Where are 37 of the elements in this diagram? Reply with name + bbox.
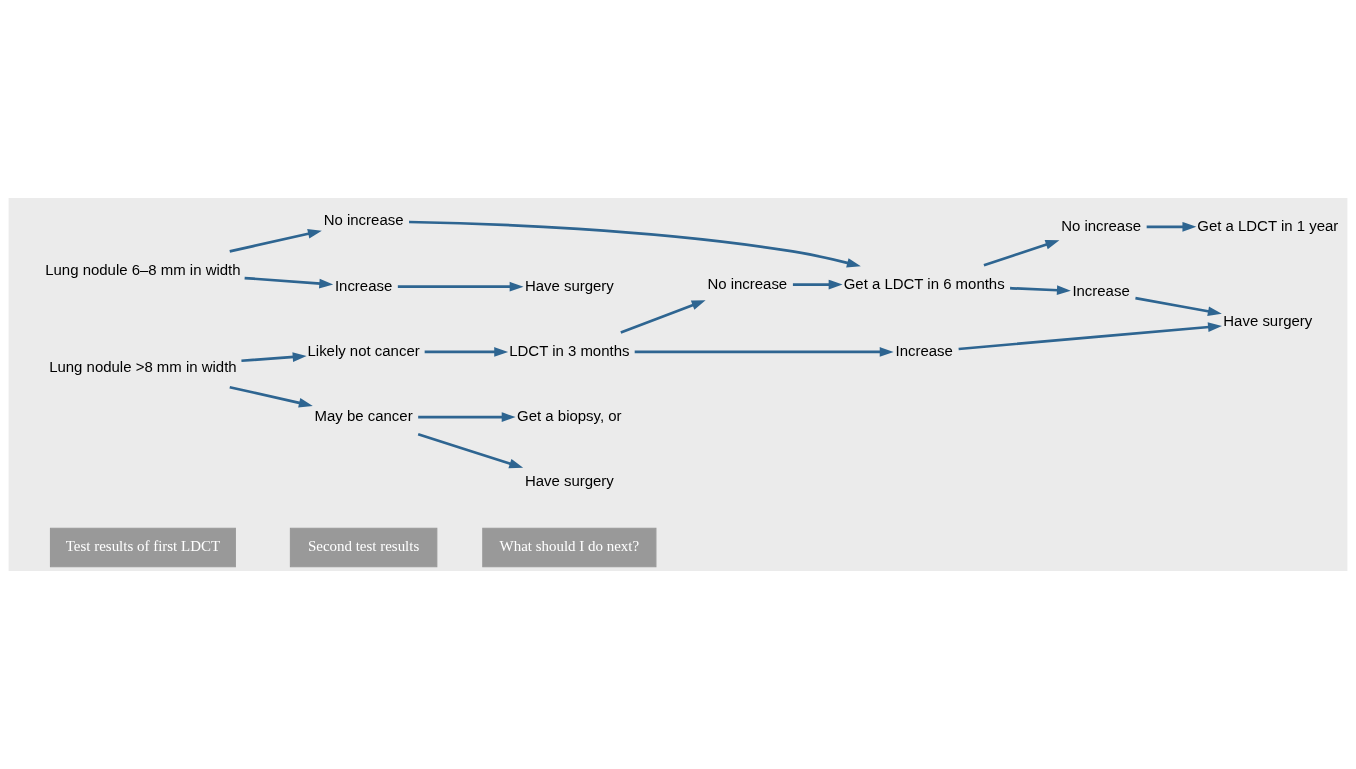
node-text: Increase [895,341,953,359]
label: What should I do next? [499,538,640,555]
arrow [229,385,313,408]
arrow [417,432,524,469]
node-text: No increase [1061,216,1141,234]
arrow [424,347,509,357]
node-text: Have surgery [524,472,614,490]
node-text: No increase [323,211,404,229]
node-text: May be cancer [314,407,413,425]
node-text: LDCT in 3 months [509,341,630,359]
node-text: Have surgery [524,276,614,294]
node-text: Get a LDCT in 6 months [843,274,1005,292]
arrow [397,281,524,292]
label: Test results of first LDCT [65,538,221,555]
node-text: No increase [707,274,788,292]
arrow [1010,285,1071,296]
arrow [958,322,1222,351]
label: Second test results [307,538,420,555]
node-text: Get a LDCT in 1 year [1197,216,1339,234]
arrow [792,279,843,290]
arrow [418,412,516,422]
arrow [1135,296,1222,317]
arrow [620,300,706,334]
node-text: Increase [1072,282,1130,300]
arrow [241,352,307,363]
arrow [1146,221,1197,232]
arrow [229,228,322,253]
node-text: Lung nodule >8 mm in width [49,357,237,375]
node-text: Likely not cancer [307,341,420,359]
arrow [983,240,1060,267]
arrow [634,347,894,357]
node-text: Have surgery [1223,311,1313,329]
arrow [244,276,334,289]
node-text: Get a biopsy, or [517,407,622,425]
node-text: Increase [334,276,393,294]
arrow [409,220,861,268]
node-text: Lung nodule 6–8 mm in width [45,260,241,278]
